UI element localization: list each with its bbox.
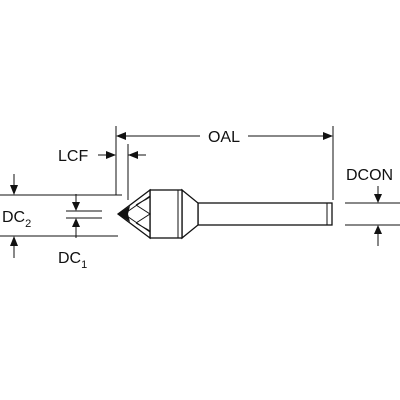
countersink-tool [116, 188, 333, 240]
dc2-label: DC2 [2, 209, 31, 230]
dc2-arrow-top [10, 185, 18, 195]
dc2-dimension: DC2 [0, 174, 122, 258]
dcon-dimension: DCON [345, 167, 400, 246]
lcf-dimension: LCF [58, 144, 146, 200]
dc2-arrow-bottom [10, 236, 18, 246]
dc1-arrow-top [72, 202, 80, 211]
lcf-arrow-left [106, 151, 116, 159]
dc1-arrow-bottom [72, 218, 80, 227]
tool-shank [197, 202, 333, 226]
lcf-arrow-right [128, 151, 138, 159]
dcon-arrow-bottom [374, 225, 382, 234]
flute-curves [135, 195, 151, 233]
oal-label: OAL [208, 129, 240, 146]
cutting-tip [118, 206, 130, 222]
dc1-dimension: DC1 [58, 194, 102, 271]
dcon-label: DCON [346, 167, 393, 184]
tool-body [149, 189, 183, 239]
oal-arrow-right [323, 132, 333, 140]
oal-arrow-left [116, 132, 126, 140]
tool-neck [181, 188, 199, 240]
oal-dimension: OAL [115, 126, 334, 200]
lcf-label: LCF [58, 148, 88, 165]
dcon-arrow-top [374, 194, 382, 203]
dc1-label: DC1 [58, 250, 87, 271]
